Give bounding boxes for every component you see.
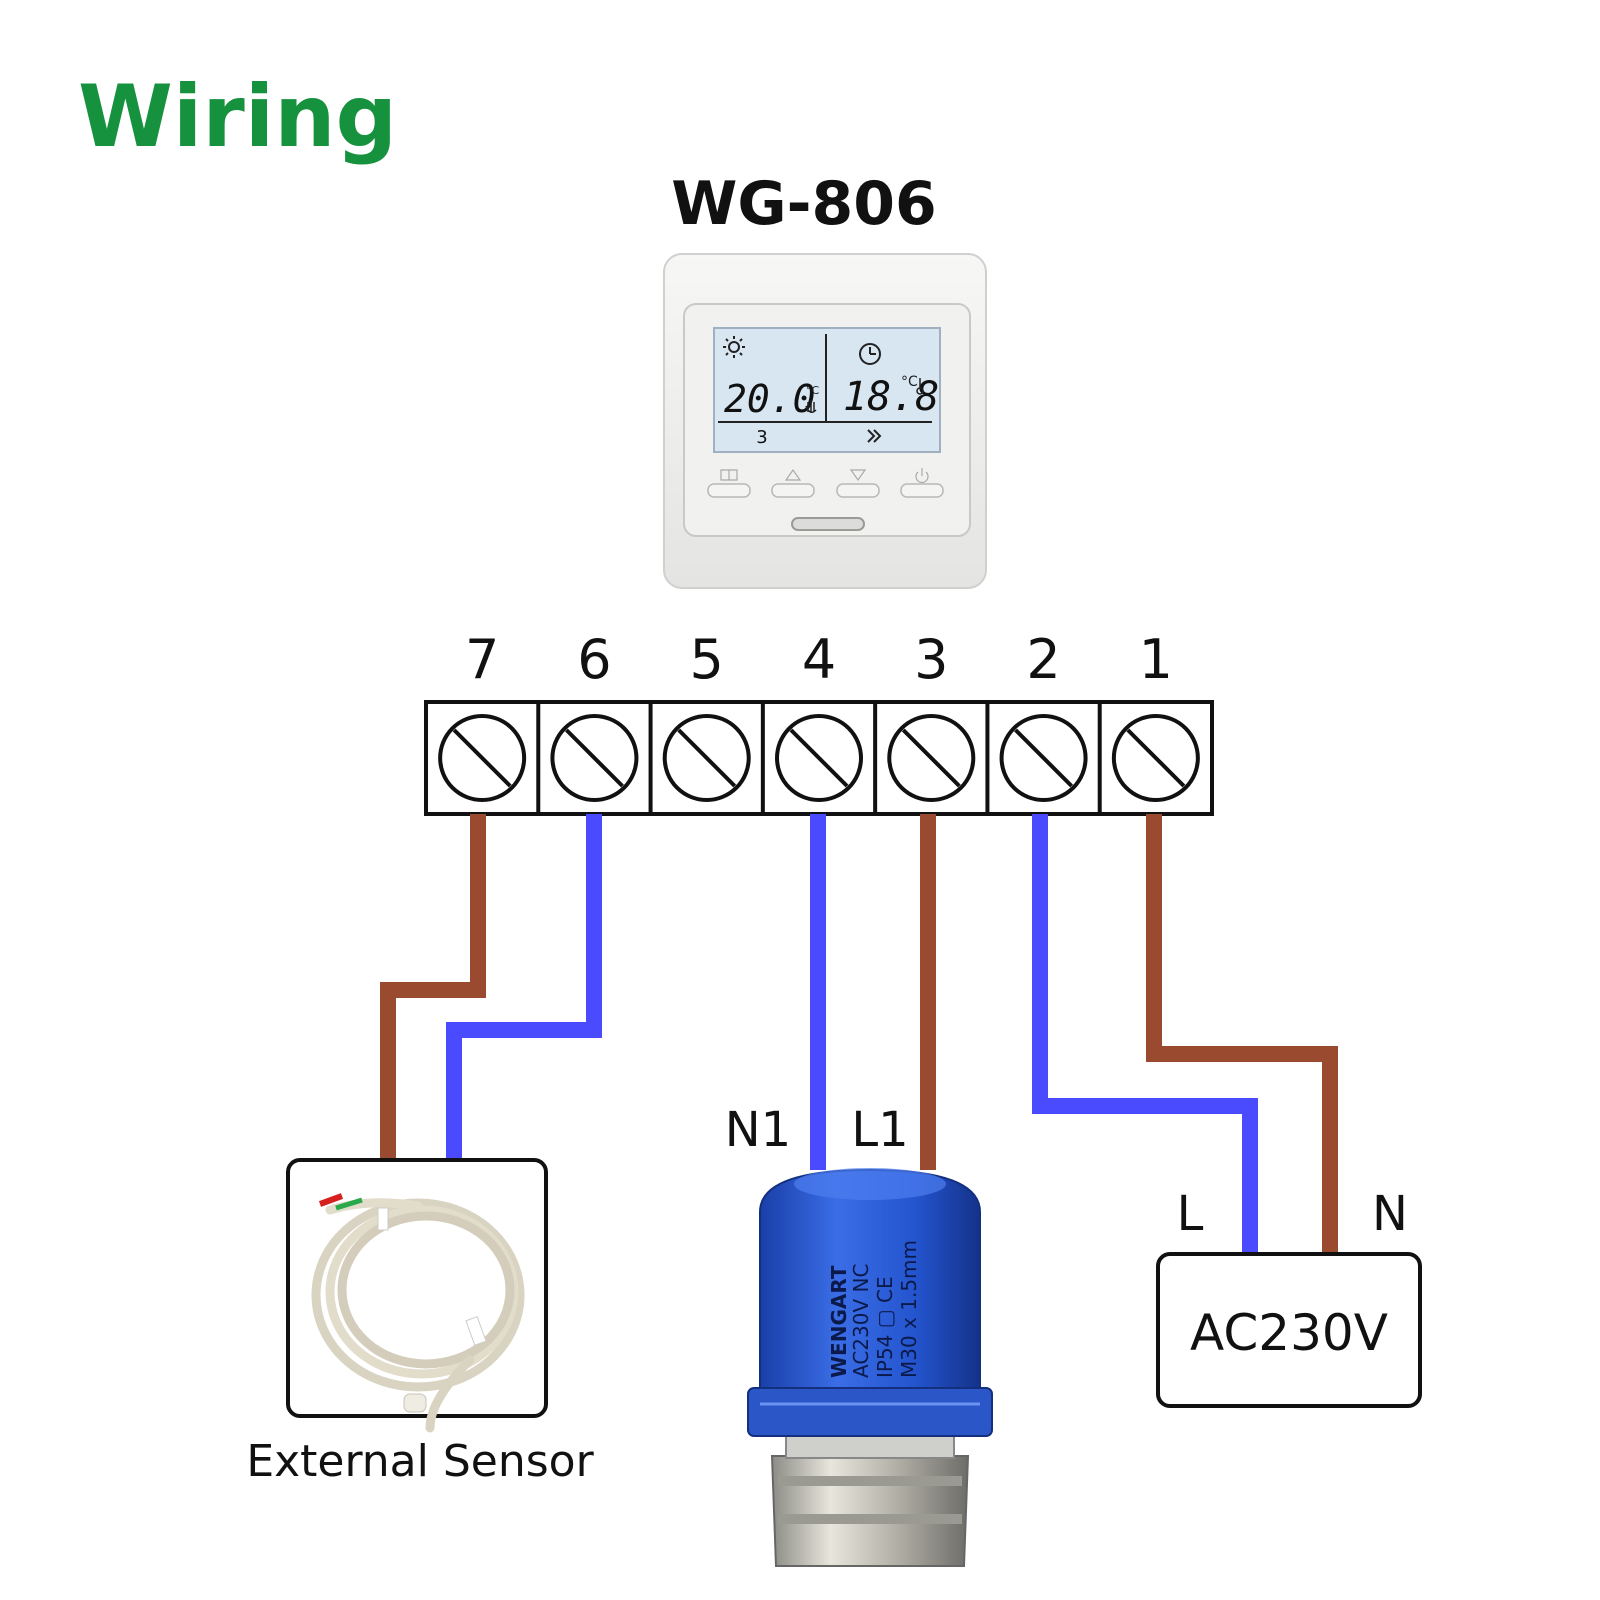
sensor-label: External Sensor [246,1436,594,1487]
heating-icon [867,429,882,443]
terminal-screw-4 [760,702,863,814]
terminal-numbers: 7 6 5 4 3 2 1 [465,628,1173,691]
power-label: AC230V [1190,1304,1388,1362]
terminal-number-6: 6 [577,628,611,691]
actuator-brand: WENGART [827,1265,851,1378]
terminal-number-5: 5 [690,628,724,691]
wire-terminal-2 [1032,814,1258,1256]
terminal-number-4: 4 [802,628,836,691]
terminal-screw-7 [438,714,527,802]
power-supply: L N AC230V [1156,1186,1422,1408]
thermostat-slot [791,517,865,531]
terminal-screw-3 [873,702,976,814]
thermostat-button-book[interactable] [707,469,751,498]
terminal-screw-2 [985,702,1088,814]
terminal-block [424,700,1214,816]
clock-icon [859,343,881,365]
power-icon [915,468,929,483]
sensor-cable-image [311,1198,525,1433]
book-icon [720,469,738,481]
thermostat-button-power[interactable] [900,468,944,498]
wire-terminal-1 [1146,814,1338,1256]
set-temperature: 20.0 [724,377,816,421]
temp-unit-small: °C [806,384,820,397]
actuator-thread: M30 x 1.5mm [897,1240,921,1378]
sensor-probe [403,1393,427,1413]
terminal-number-7: 7 [465,628,499,691]
thermostat-device: 20.0 °C 18.8 °C 3 [663,253,987,589]
hand-icon [805,400,817,413]
thermostat-button-down[interactable] [836,469,880,498]
terminal-number-3: 3 [914,628,948,691]
terminal-screw-1 [1097,702,1200,814]
wire-terminal-6 [446,814,602,1162]
wire-terminal-7 [380,814,486,1162]
actuator-spec: AC230V NC [849,1264,873,1378]
sun-icon [723,336,745,358]
display-bottom-number: 3 [756,427,767,448]
room-temperature: 18.8 [843,374,939,420]
temp-unit: °C [901,374,918,390]
terminal-screw-6 [536,702,639,814]
terminal-number-2: 2 [1026,628,1060,691]
actuator-rating: IP54 ▢ CE [873,1276,897,1378]
wires [380,814,1338,1256]
thermal-actuator: N1 L1 WENGART AC230V NC IP54 ▢ CE M30 x … [725,1102,993,1567]
power-n-label: N [1372,1186,1408,1242]
page-title: Wiring [78,67,397,167]
actuator-l-label: L1 [851,1102,908,1158]
external-sensor: External Sensor [246,1158,595,1487]
thermometer-icon [916,378,924,395]
thermostat-button-up[interactable] [771,468,815,498]
terminal-screw-5 [648,702,751,814]
arrow-down-icon [849,469,867,482]
power-l-label: L [1177,1186,1204,1242]
model-name: WG-806 [671,169,937,239]
terminal-number-1: 1 [1139,628,1173,691]
actuator-n-label: N1 [725,1102,791,1158]
arrow-up-icon [784,468,802,481]
